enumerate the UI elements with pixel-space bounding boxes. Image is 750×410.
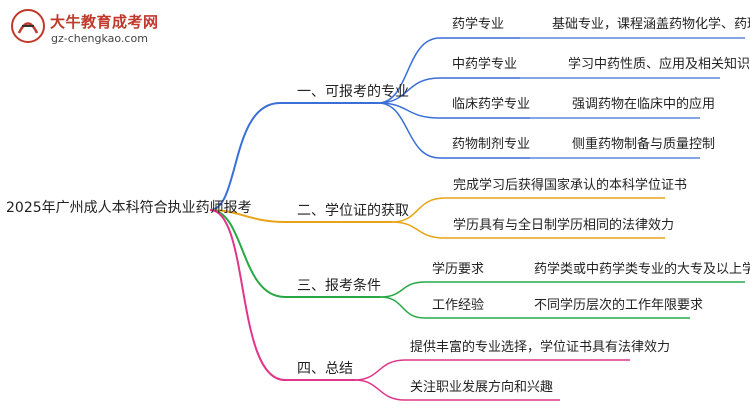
branch-title-conditions: 三、报考条件: [297, 278, 381, 294]
link-branch-3-item-1: [379, 281, 745, 298]
link-branch-4-item-1: [354, 359, 630, 381]
degree-item: 学历具有与全日制学历相同的法律效力: [453, 218, 675, 233]
summary-item: 关注职业发展方向和兴趣: [410, 380, 554, 395]
major-item-detail: 强调药物在临床中的应用: [572, 97, 716, 112]
branch-title-majors: 一、可报考的专业: [297, 84, 409, 100]
root-node: 2025年广州成人本科符合执业药师报考: [6, 200, 252, 216]
logo-mark-icon: [11, 9, 45, 43]
link-root-branch-1: [209, 102, 378, 211]
link-root-branch-4: [209, 209, 355, 381]
major-item-label: 中药学专业: [452, 57, 518, 72]
logo-name: 大牛教育成考网: [50, 13, 159, 31]
major-item-label: 药学专业: [452, 17, 505, 32]
condition-item-label: 工作经验: [432, 298, 485, 313]
link-root-branch-2: [209, 209, 392, 223]
link-branch-1-item-4: [377, 102, 530, 159]
link-branch-1-item-1: [377, 37, 520, 104]
degree-item: 完成学习后获得国家承认的本科学位证书: [453, 178, 688, 193]
link-branch-4-item-2: [354, 379, 560, 401]
link-branch-2-item-2: [391, 221, 665, 239]
major-item-detail: 基础专业，课程涵盖药物化学、药理学: [552, 17, 750, 32]
summary-item: 提供丰富的专业选择，学位证书具有法律效力: [410, 340, 671, 355]
condition-item-detail: 不同学历层次的工作年限要求: [534, 298, 704, 313]
link-root-branch-3: [209, 209, 380, 298]
major-item-label: 药物制剂专业: [452, 137, 531, 152]
link-branch-1-item-3: [377, 102, 530, 119]
major-item-detail: 侧重药物制备与质量控制: [572, 137, 716, 152]
condition-item-label: 学历要求: [432, 262, 485, 277]
link-branch-2-item-1: [391, 197, 665, 223]
site-logo: 大牛教育成考网 gz-chengkao.com: [4, 4, 174, 50]
major-item-detail: 学习中药性质、应用及相关知识: [568, 57, 750, 72]
branch-title-summary: 四、总结: [297, 361, 353, 377]
logo-url: gz-chengkao.com: [51, 32, 148, 45]
link-branch-1-item-2: [377, 77, 520, 104]
major-item-label: 临床药学专业: [452, 97, 531, 112]
branch-title-degree: 二、学位证的获取: [297, 203, 409, 219]
condition-item-detail: 药学类或中药学类专业的大专及以上学历: [534, 262, 750, 277]
link-branch-3-item-2: [379, 296, 690, 319]
